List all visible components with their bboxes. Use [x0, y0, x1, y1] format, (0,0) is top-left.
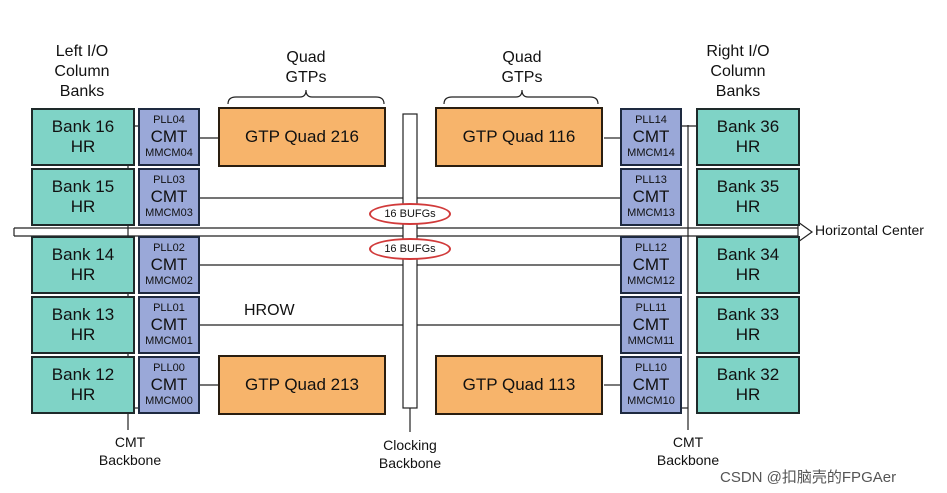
pll-label: PLL10	[635, 362, 667, 374]
right-cmt-5: PLL10 CMT MMCM10	[620, 356, 682, 414]
gtp-quad-116: GTP Quad 116	[435, 107, 603, 167]
bank-type: HR	[735, 265, 761, 284]
bank-type: HR	[735, 197, 761, 216]
cmt-label: CMT	[150, 375, 188, 394]
clocking-backbone-label: Clocking Backbone	[378, 437, 442, 471]
bank-name: Bank 33	[716, 305, 780, 324]
left-bank-1: Bank 16 HR	[31, 108, 135, 166]
right-bank-5: Bank 32 HR	[696, 356, 800, 414]
left-cmt-2: PLL03 CMT MMCM03	[138, 168, 200, 226]
mmcm-label: MMCM00	[145, 395, 193, 407]
cmt-label: CMT	[150, 127, 188, 146]
pll-label: PLL03	[153, 174, 185, 186]
bank-type: HR	[70, 265, 96, 284]
mmcm-label: MMCM01	[145, 335, 193, 347]
bank-name: Bank 32	[716, 365, 780, 384]
right-cmt-4: PLL11 CMT MMCM11	[620, 296, 682, 354]
cmt-label: CMT	[632, 187, 670, 206]
bank-name: Bank 13	[51, 305, 115, 324]
left-cmt-4: PLL01 CMT MMCM01	[138, 296, 200, 354]
watermark: CSDN @扣脑壳的FPGAer	[720, 469, 897, 486]
cmt-label: CMT	[150, 255, 188, 274]
bank-name: Bank 36	[716, 117, 780, 136]
bank-type: HR	[735, 325, 761, 344]
quad-gtps-right-header: Quad GTPs	[501, 49, 543, 86]
gtp-quad-213: GTP Quad 213	[218, 355, 386, 415]
bank-name: Bank 16	[51, 117, 115, 136]
left-bank-3: Bank 14 HR	[31, 236, 135, 294]
bank-name: Bank 14	[51, 245, 115, 264]
bank-name: Bank 34	[716, 245, 780, 264]
mmcm-label: MMCM10	[627, 395, 675, 407]
right-io-header: Right I/O Column Banks	[706, 43, 770, 100]
gtp-quad-113: GTP Quad 113	[435, 355, 603, 415]
right-bank-3: Bank 34 HR	[696, 236, 800, 294]
bank-type: HR	[735, 137, 761, 156]
left-bank-4: Bank 13 HR	[31, 296, 135, 354]
left-cmt-5: PLL00 CMT MMCM00	[138, 356, 200, 414]
bank-type: HR	[70, 385, 96, 404]
cmt-label: CMT	[150, 187, 188, 206]
pll-label: PLL14	[635, 114, 667, 126]
bank-name: Bank 12	[51, 365, 115, 384]
hrow-label: HROW	[244, 302, 295, 319]
bank-type: HR	[70, 325, 96, 344]
pll-label: PLL12	[635, 242, 667, 254]
bank-type: HR	[70, 197, 96, 216]
horizontal-center-label: Horizontal Center	[815, 222, 924, 238]
brace-left	[227, 89, 385, 105]
mmcm-label: MMCM02	[145, 275, 193, 287]
pll-label: PLL04	[153, 114, 185, 126]
mmcm-label: MMCM04	[145, 147, 193, 159]
brace-right	[443, 89, 599, 105]
cmt-backbone-right-label: CMT Backbone	[656, 434, 720, 468]
left-cmt-1: PLL04 CMT MMCM04	[138, 108, 200, 166]
mmcm-label: MMCM12	[627, 275, 675, 287]
right-cmt-2: PLL13 CMT MMCM13	[620, 168, 682, 226]
gtp-quad-216: GTP Quad 216	[218, 107, 386, 167]
cmt-label: CMT	[150, 315, 188, 334]
pll-label: PLL11	[635, 302, 667, 314]
right-bank-2: Bank 35 HR	[696, 168, 800, 226]
cmt-label: CMT	[632, 375, 670, 394]
left-io-header: Left I/O Column Banks	[54, 43, 110, 100]
left-bank-5: Bank 12 HR	[31, 356, 135, 414]
pll-label: PLL13	[635, 174, 667, 186]
right-bank-1: Bank 36 HR	[696, 108, 800, 166]
cmt-label: CMT	[632, 255, 670, 274]
bank-type: HR	[70, 137, 96, 156]
mmcm-label: MMCM03	[145, 207, 193, 219]
cmt-label: CMT	[632, 315, 670, 334]
quad-gtps-left-header: Quad GTPs	[285, 49, 327, 86]
mmcm-label: MMCM14	[627, 147, 675, 159]
cmt-backbone-left-label: CMT Backbone	[98, 434, 162, 468]
mmcm-label: MMCM11	[627, 335, 675, 347]
left-bank-2: Bank 15 HR	[31, 168, 135, 226]
right-cmt-3: PLL12 CMT MMCM12	[620, 236, 682, 294]
mmcm-label: MMCM13	[627, 207, 675, 219]
pll-label: PLL01	[153, 302, 185, 314]
pll-label: PLL00	[153, 362, 185, 374]
right-cmt-1: PLL14 CMT MMCM14	[620, 108, 682, 166]
bank-name: Bank 15	[51, 177, 115, 196]
bank-type: HR	[735, 385, 761, 404]
bank-name: Bank 35	[716, 177, 780, 196]
left-cmt-3: PLL02 CMT MMCM02	[138, 236, 200, 294]
right-bank-4: Bank 33 HR	[696, 296, 800, 354]
bufg-upper: 16 BUFGs	[369, 203, 451, 225]
bufg-lower: 16 BUFGs	[369, 238, 451, 260]
cmt-label: CMT	[632, 127, 670, 146]
pll-label: PLL02	[153, 242, 185, 254]
